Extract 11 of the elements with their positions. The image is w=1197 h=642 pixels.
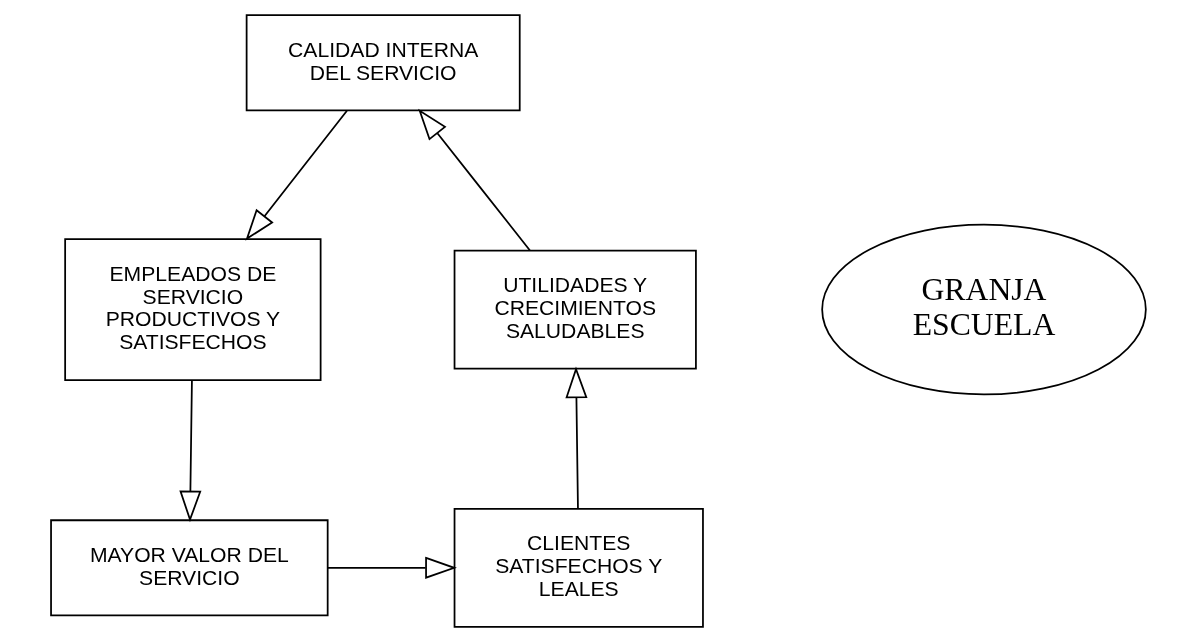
node-box: CLIENTES SATISFECHOS Y LEALES — [453, 507, 704, 628]
node-ellipse: GRANJA ESCUELA — [821, 223, 1147, 396]
arrow — [565, 366, 588, 510]
arrow — [245, 109, 348, 241]
arrow — [179, 379, 202, 523]
node-box: UTILIDADES Y CRECIMIENTOS SALUDABLES — [453, 249, 697, 370]
node-box: EMPLEADOS DE SERVICIO PRODUCTIVOS Y SATISFECHOS — [64, 238, 322, 381]
node-box: MAYOR VALOR DEL SERVICIO — [50, 519, 329, 617]
arrow — [418, 108, 531, 252]
arrow — [326, 556, 457, 579]
node-box: CALIDAD INTERNA DEL SERVICIO — [245, 14, 521, 112]
